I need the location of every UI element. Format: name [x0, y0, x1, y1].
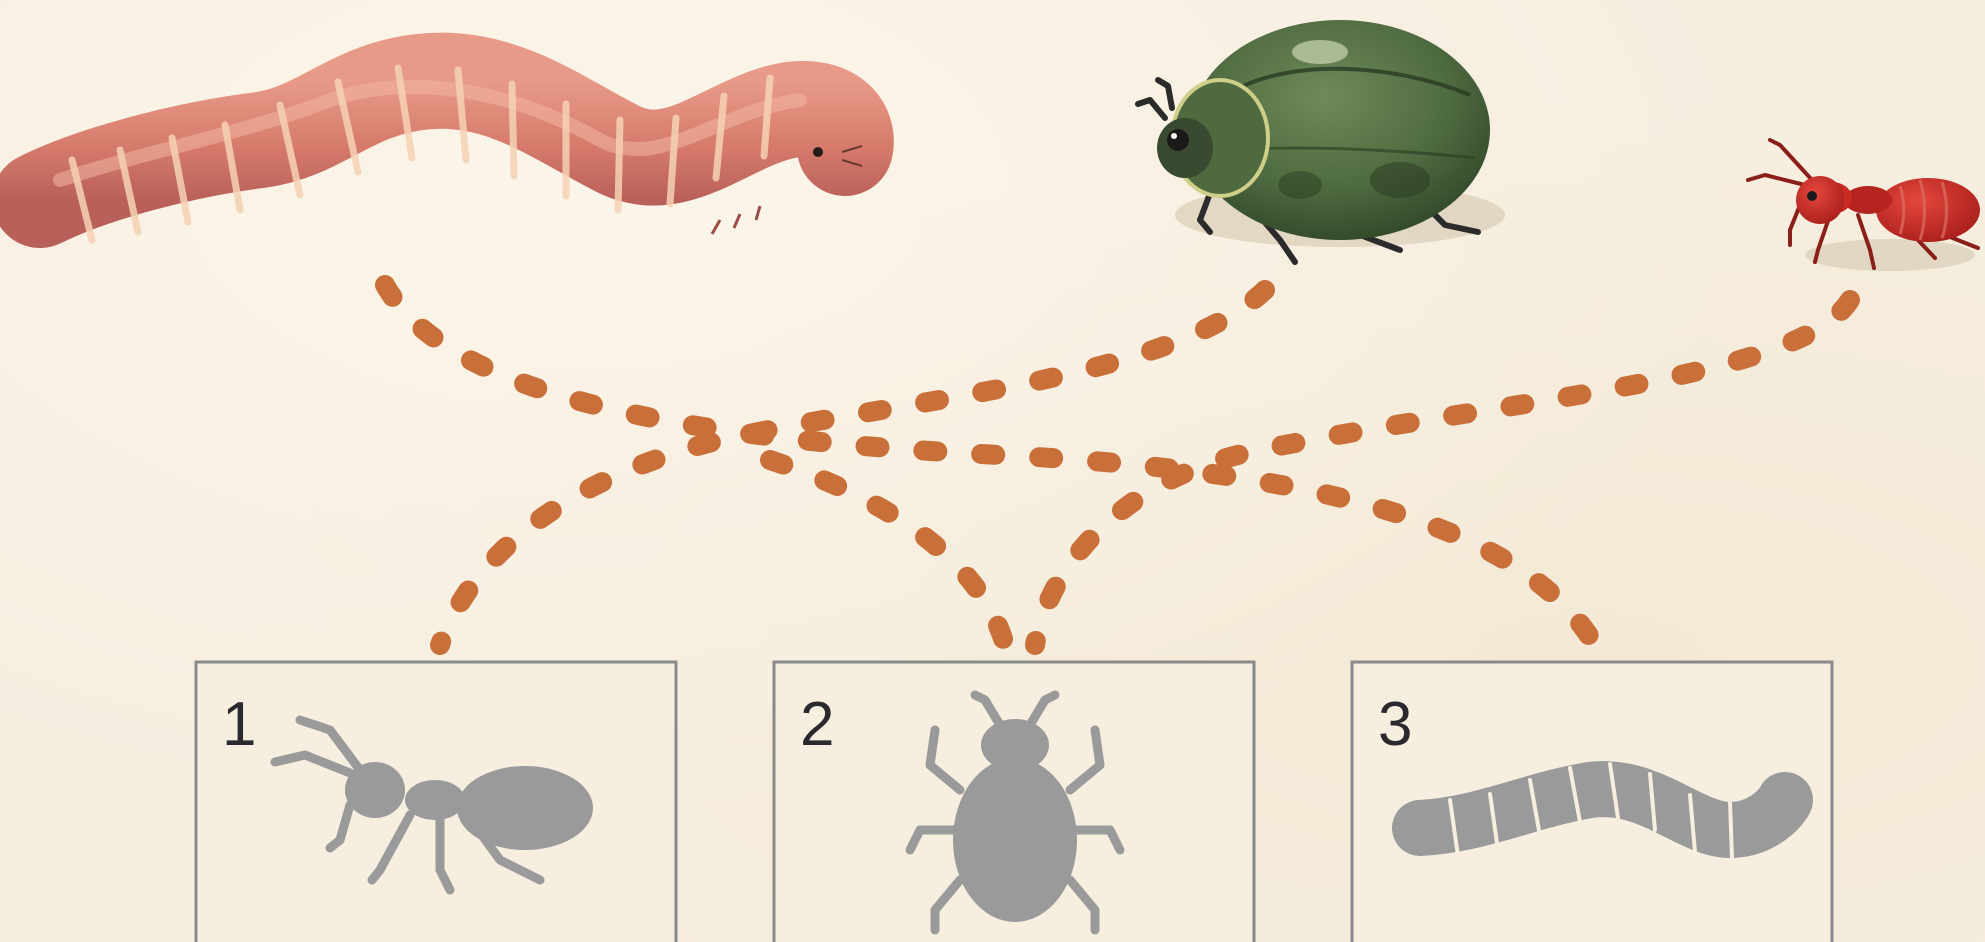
- green-beetle-illustration: [1138, 20, 1505, 262]
- box-3-number: 3: [1378, 690, 1412, 759]
- box-1-number: 1: [222, 690, 256, 759]
- connection-lines: [385, 285, 1850, 645]
- red-ant-illustration: [1748, 140, 1980, 271]
- box-3[interactable]: 3: [1352, 662, 1832, 942]
- box-2-number: 2: [800, 690, 834, 759]
- box-1[interactable]: 1: [196, 662, 676, 942]
- earthworm-illustration: [40, 68, 862, 240]
- connection-line-worm-to-box-3: [385, 285, 1595, 645]
- box-2[interactable]: 2: [774, 662, 1254, 942]
- connection-line-to-box-2-left: [770, 460, 1005, 645]
- connection-line-beetle-to-box-1: [440, 290, 1265, 645]
